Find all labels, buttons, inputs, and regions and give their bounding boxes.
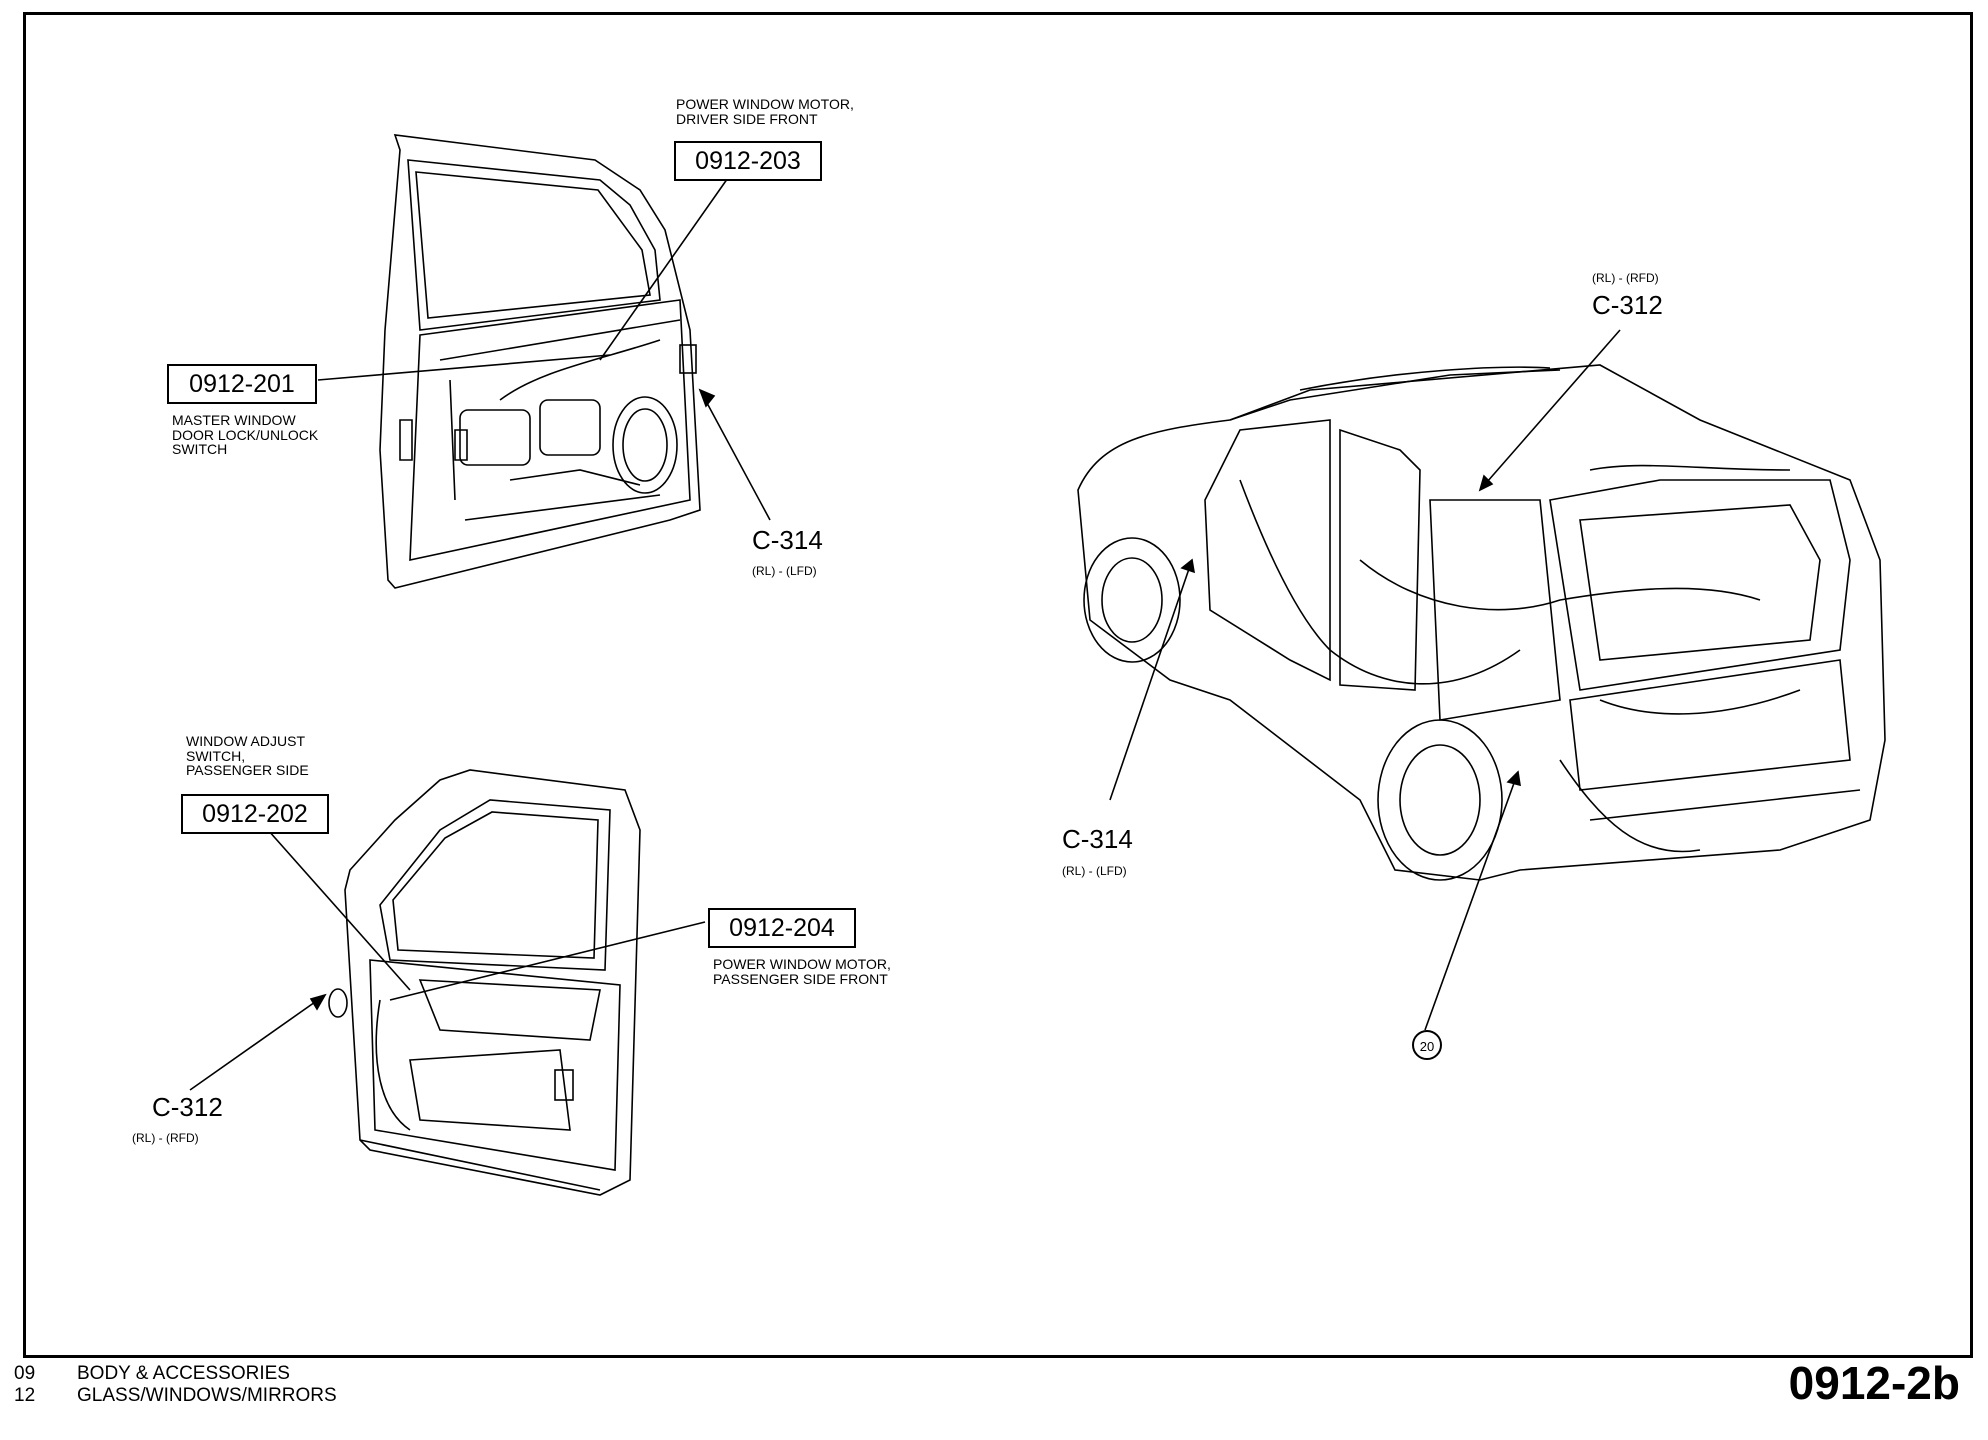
passenger-door-connector-note: (RL) - (RFD) xyxy=(132,1131,199,1145)
passenger-switch-title: WINDOW ADJUST SWITCH, PASSENGER SIDE xyxy=(186,733,309,779)
driver-switch-code-box[interactable]: 0912-201 xyxy=(167,364,317,404)
passenger-door-connector: C-312 xyxy=(152,1092,223,1122)
footer-section-2-name: GLASS/WINDOWS/MIRRORS xyxy=(77,1385,337,1406)
footer-section-1-number: 09 xyxy=(14,1363,36,1384)
driver-door-connector: C-314 xyxy=(752,525,823,555)
vehicle-top-connector: C-312 xyxy=(1592,290,1663,320)
diagram-frame xyxy=(23,12,1973,1358)
footer-section-1-name: BODY & ACCESSORIES xyxy=(77,1363,290,1384)
vehicle-left-connector-note: (RL) - (LFD) xyxy=(1062,864,1127,878)
vehicle-left-connector: C-314 xyxy=(1062,824,1133,854)
page-code: 0912-2b xyxy=(1788,1357,1960,1409)
driver-door-drawing xyxy=(379,134,701,589)
passenger-motor-title: POWER WINDOW MOTOR, PASSENGER SIDE FRONT xyxy=(713,956,891,987)
driver-motor-code-box[interactable]: 0912-203 xyxy=(674,141,822,181)
driver-motor-title: POWER WINDOW MOTOR, DRIVER SIDE FRONT xyxy=(676,96,854,127)
passenger-motor-code-box[interactable]: 0912-204 xyxy=(708,908,856,948)
driver-switch-title: MASTER WINDOW DOOR LOCK/UNLOCK SWITCH xyxy=(172,412,319,458)
footer-section-2-number: 12 xyxy=(14,1385,36,1406)
reference-number-circle[interactable]: 20 xyxy=(1412,1030,1442,1060)
driver-door-connector-note: (RL) - (LFD) xyxy=(752,564,817,578)
vehicle-drawing xyxy=(1077,364,1886,881)
vehicle-top-connector-note: (RL) - (RFD) xyxy=(1592,271,1659,285)
passenger-switch-code-box[interactable]: 0912-202 xyxy=(181,794,329,834)
passenger-door-drawing xyxy=(328,769,641,1196)
